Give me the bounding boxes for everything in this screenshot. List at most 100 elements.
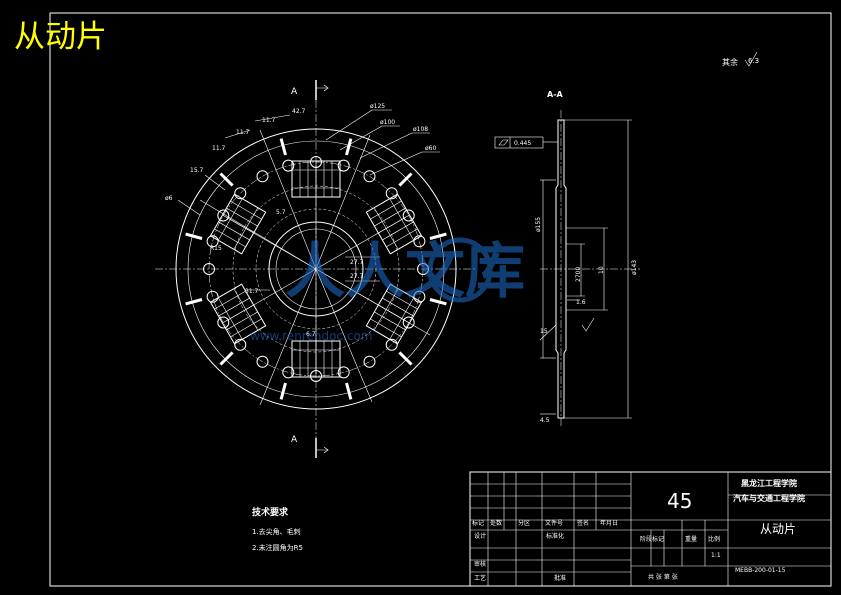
roughness-label: 其余 (722, 57, 738, 67)
section-label-top: A (291, 87, 298, 97)
rivet-holes (203, 156, 429, 382)
rivet-hole (413, 235, 426, 248)
tech-req-item-1: 1.去尖角、毛刺 (252, 527, 301, 536)
title-block: 标记 处数 分区 文件号 签名 年月日 设计 标准化 审核 工艺 批准 阶段标记… (469, 471, 832, 587)
dim-15: 15.7 (190, 167, 204, 174)
dimension-leaders (177, 109, 440, 291)
school-line-1: 黑龙江工程学院 (741, 478, 797, 488)
dim-d100: ø100 (380, 119, 395, 126)
rivet-hole (206, 290, 219, 303)
rivet-hole (282, 366, 295, 379)
rivet-hole (337, 366, 350, 379)
dim-d270: 2700 (575, 267, 582, 282)
edge-slot (345, 138, 353, 156)
tech-req-item-2: 2.未注圆角为R5 (252, 543, 303, 552)
header-col-5: 签名 (577, 519, 589, 527)
edge-slot (219, 172, 234, 187)
edge-slot (185, 298, 203, 306)
rivet-hole (282, 159, 295, 172)
dim-t45: 4.5 (540, 417, 550, 424)
technical-requirements: 技术要求 1.去尖角、毛刺 2.未注圆角为R5 (252, 506, 303, 552)
rivet-hole (206, 235, 219, 248)
header-col-3: 分区 (518, 519, 530, 527)
rivet-hole (256, 355, 269, 368)
header-col-4: 文件号 (545, 519, 563, 527)
svg-text:人人文库: 人人文库 (285, 237, 525, 307)
side-view: A-A 0.445 (494, 90, 640, 428)
rivet-hole (217, 316, 230, 329)
header-col-1: 标记 (472, 519, 484, 527)
edge-slots (185, 138, 447, 400)
edge-slot (345, 382, 353, 400)
dim-27-a: 27.7 (350, 259, 364, 266)
edge-slot (185, 232, 203, 240)
dim-6: 6.7 (306, 331, 316, 338)
label-process: 工艺 (474, 574, 486, 582)
edge-slot (219, 351, 234, 366)
svg-text:0.445: 0.445 (514, 140, 531, 147)
header-col-2: 处数 (490, 519, 502, 527)
dim-42: 42.7 (292, 108, 306, 115)
spring-windows (209, 160, 423, 378)
label-sheets: 共 张 第 张 (648, 573, 678, 581)
rivet-hole (217, 209, 230, 222)
dim-d143: ø143 (631, 260, 638, 275)
label-review: 审核 (474, 560, 486, 568)
rivet-hole (402, 209, 415, 222)
front-view: A A (155, 80, 475, 458)
side-dimension-lines (539, 119, 632, 419)
dim-5: 5.7 (276, 209, 286, 216)
dim-t16: 1.6 (576, 299, 586, 306)
dim-d6: ø6 (165, 195, 173, 202)
rivet-hole (234, 338, 247, 351)
dim-r15: R15 (210, 245, 222, 252)
rivet-hole (234, 187, 247, 200)
roughness-value: 6.3 (748, 57, 759, 65)
label-design: 设计 (474, 532, 486, 540)
rivet-hole (337, 159, 350, 172)
edge-slot (398, 351, 413, 366)
drawing-number: MEBB-200-01-15 (735, 567, 786, 574)
header-col-6: 年月日 (600, 519, 618, 527)
dim-11-b: 11.7 (236, 129, 250, 136)
rivet-hole (385, 187, 398, 200)
dim-d125: ø125 (370, 103, 385, 110)
flatness-tolerance: 0.445 (494, 136, 558, 149)
label-ratio: 比例 (708, 535, 720, 543)
rivet-hole (363, 170, 376, 183)
rivet-hole (413, 290, 426, 303)
edge-slot (429, 298, 447, 306)
svg-text:www.renrendoc.com: www.renrendoc.com (250, 329, 372, 343)
rivet-hole (203, 263, 215, 275)
side-view-title: A-A (547, 90, 564, 99)
tech-req-title: 技术要求 (252, 506, 289, 518)
side-roughness-symbol (581, 317, 595, 332)
dim-d108: ø108 (413, 126, 428, 133)
dim-27-b: 27.7 (350, 273, 364, 280)
scale-value: 1:1 (711, 552, 721, 559)
section-label-bottom: A (291, 435, 298, 445)
material: 45 (667, 489, 692, 513)
dim-d10: 10 (598, 266, 605, 274)
dim-11-a: 11.7 (262, 117, 276, 124)
school-line-2: 汽车与交通工程学院 (733, 493, 805, 503)
rivet-hole (363, 355, 376, 368)
label-approve: 批准 (554, 574, 566, 582)
section-arrow-top (316, 84, 329, 92)
label-weight: 重量 (685, 535, 697, 543)
edge-slot (279, 138, 287, 156)
edge-slot (398, 172, 413, 187)
rivet-hole (385, 338, 398, 351)
dim-d155: ø155 (535, 217, 542, 232)
label-standardize: 标准化 (546, 532, 564, 540)
section-arrow-bottom (316, 446, 329, 454)
edge-slot (429, 232, 447, 240)
dim-31: 31.7 (245, 288, 259, 295)
part-name: 从动片 (760, 522, 796, 536)
drawing-title: 从动片 (14, 19, 107, 55)
watermark: 人人文库 www.renrendoc.com (250, 237, 525, 343)
rivet-hole (310, 156, 322, 168)
rivet-hole (256, 170, 269, 183)
roughness-symbol (744, 51, 758, 67)
